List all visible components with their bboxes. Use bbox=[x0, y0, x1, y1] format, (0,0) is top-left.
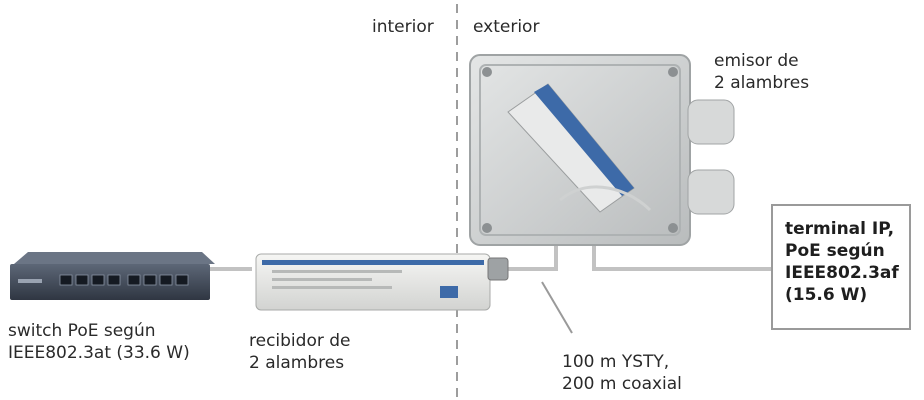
emitter-label: emisor de 2 alambres bbox=[714, 51, 810, 93]
switch-logo bbox=[18, 279, 42, 283]
cables bbox=[210, 242, 771, 271]
cable-glands bbox=[687, 99, 735, 215]
switch-ports bbox=[59, 274, 189, 286]
receiver-label: recibidor de 2 alambres bbox=[249, 331, 351, 373]
cable-receiver-box bbox=[508, 242, 558, 271]
cable-box-terminal bbox=[592, 242, 771, 271]
receiver-device-image bbox=[255, 253, 509, 311]
cable-callout-line bbox=[541, 281, 573, 334]
receiver-body bbox=[255, 253, 491, 311]
cable-label: 100 m YSTY, 200 m coaxial bbox=[562, 352, 682, 394]
ip-terminal-label: terminal IP, PoE según IEEE802.3af (15.6… bbox=[785, 219, 899, 305]
box-screws bbox=[482, 67, 678, 233]
exterior-label: exterior bbox=[473, 17, 540, 37]
emitter-wires bbox=[559, 185, 652, 212]
switch-label: switch PoE según IEEE802.3at (33.6 W) bbox=[8, 321, 190, 363]
ip-terminal-box: terminal IP, PoE según IEEE802.3af (15.6… bbox=[771, 204, 911, 330]
receiver-connector bbox=[487, 257, 509, 281]
interior-label: interior bbox=[372, 17, 434, 37]
outdoor-box-image bbox=[469, 54, 735, 246]
switch-top bbox=[14, 252, 215, 264]
poe-switch-image bbox=[10, 252, 215, 300]
